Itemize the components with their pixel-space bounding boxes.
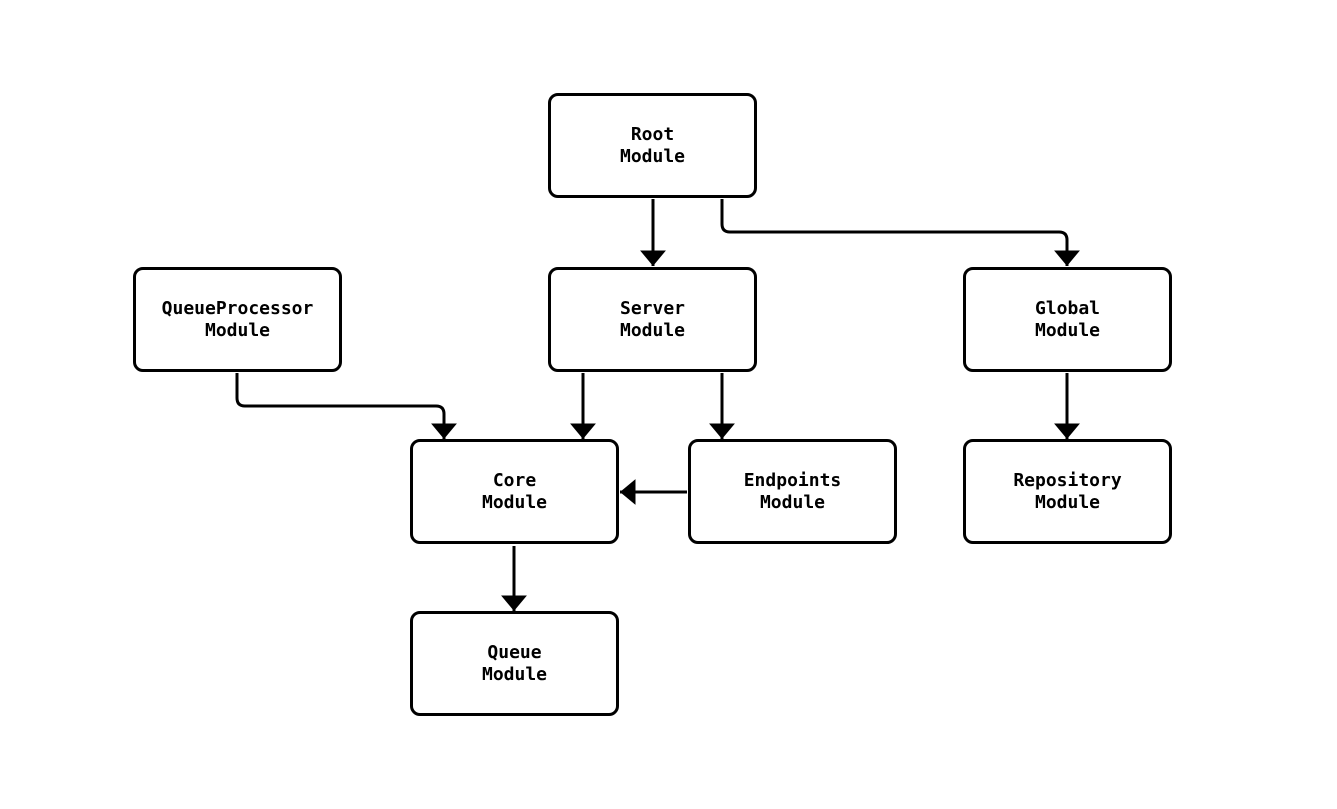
node-server-module: Server Module [548,267,757,372]
node-global-module: Global Module [963,267,1172,372]
node-repository-module: Repository Module [963,439,1172,544]
node-endpoints-module: Endpoints Module [688,439,897,544]
node-queue-module: Queue Module [410,611,619,716]
edge-root-to-global [720,199,1080,266]
node-queueprocessor-module: QueueProcessor Module [133,267,342,372]
node-root-module: Root Module [548,93,757,198]
edge-queueprocessor-to-core [235,373,457,439]
node-core-module: Core Module [410,439,619,544]
